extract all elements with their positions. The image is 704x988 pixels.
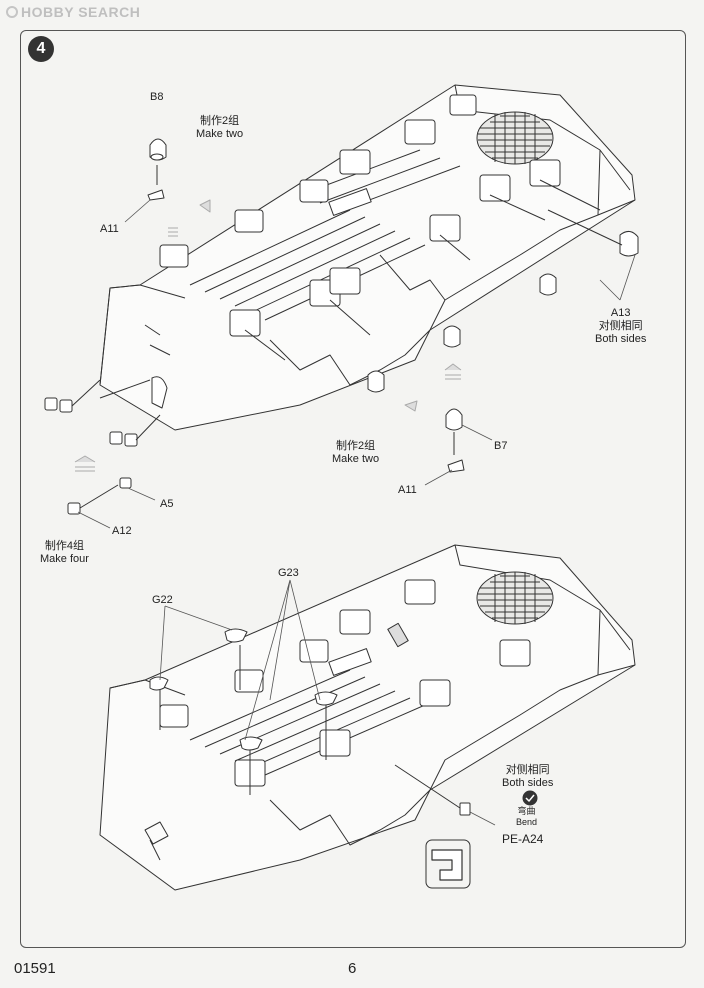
make-four-english: Make four [40,553,89,566]
part-label-g23: G23 [278,567,299,579]
instruction-make-two-2: 制作2组 Make two [332,440,379,466]
part-label-a11-2: A11 [398,484,417,496]
part-label-a13: A13 [610,307,631,319]
leader-lines-upper [77,199,636,529]
part-label-a12: A12 [112,525,132,537]
both-sides-chinese-lower: 对侧相同 [505,764,550,776]
part-label-a5: A5 [160,498,174,510]
part-label-b8: B8 [150,91,164,103]
instruction-bend: 弯曲 Bend [516,806,537,828]
step-number-badge: 4 [28,36,54,62]
instruction-both-sides: A13 对侧相同 Both sides [595,307,646,347]
part-label-g22: G22 [152,594,173,606]
bend-icon [522,790,538,806]
make-two-chinese: 制作2组 [199,115,240,127]
make-two-chinese-2: 制作2组 [335,440,376,452]
instruction-make-four: 制作4组 Make four [40,540,89,566]
both-sides-english: Both sides [595,333,647,346]
bend-chinese: 弯曲 [517,806,536,816]
suspension-row-upper [159,94,561,337]
leader-lines-lower [159,579,496,826]
part-label-a11: A11 [100,223,119,235]
engine-grille-lower [476,571,554,625]
watermark-text: HOBBY SEARCH [21,4,141,20]
part-b7-drawing [367,325,465,473]
instruction-both-sides-lower: 对侧相同 Both sides [502,764,553,790]
page-number: 6 [348,960,357,977]
assembly-arrows-upper [74,199,462,472]
part-b8-drawing [147,138,167,201]
engine-grille [476,111,554,165]
part-label-b7: B7 [494,440,508,452]
lower-hull-drawing [99,544,636,891]
upper-hull-drawing [44,84,639,529]
part-pe-a24-drawing [394,764,471,889]
part-g22-drawing [149,628,248,730]
part-g23-drawing [239,691,338,795]
make-two-english: Make two [196,128,244,141]
part-a13-drawing [539,209,639,296]
part-label-pe-a24: PE-A24 [502,832,544,846]
watermark-logo-icon [6,6,18,18]
kit-number: 01591 [14,960,56,977]
page-frame [20,30,686,948]
part-a5-drawing [44,376,168,489]
make-two-english-2: Make two [332,453,380,466]
bend-english: Bend [516,816,538,827]
make-four-chinese: 制作4组 [44,540,85,552]
part-a12-drawing [67,484,119,515]
both-sides-english-lower: Both sides [502,777,554,790]
watermark: HOBBY SEARCH [6,4,140,20]
instruction-make-two-cn: 制作2组 Make two [196,115,243,141]
both-sides-chinese: 对侧相同 [598,320,643,333]
